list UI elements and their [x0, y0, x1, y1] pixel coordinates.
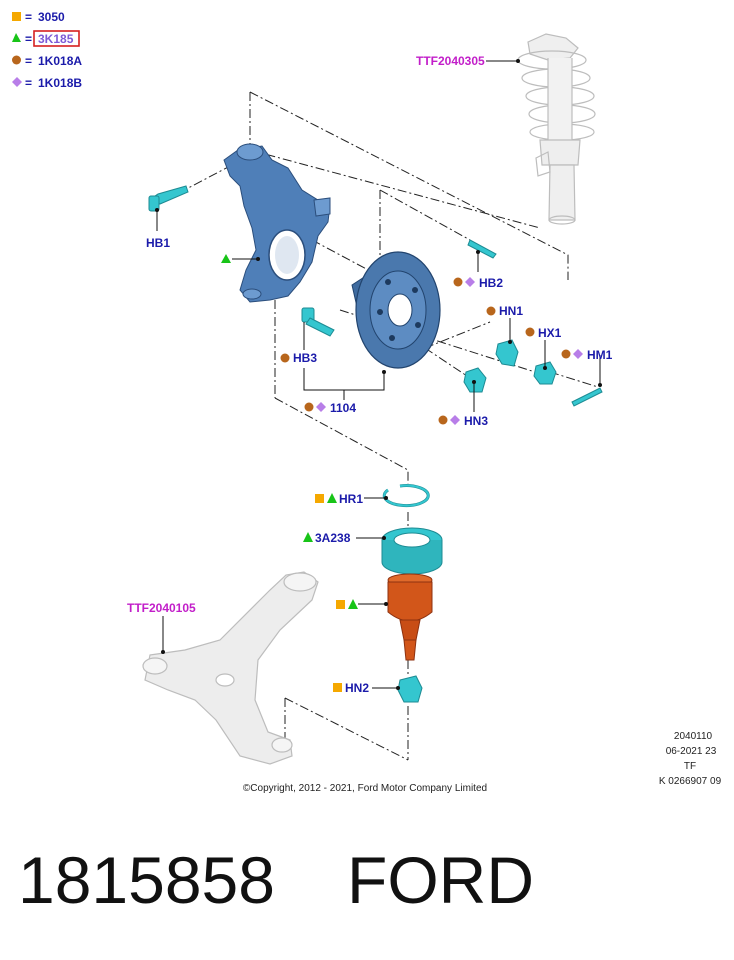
diamond-symbol	[316, 402, 326, 412]
triangle-symbol	[327, 493, 337, 503]
circle-symbol	[525, 327, 535, 337]
circle-symbol	[280, 353, 290, 363]
triangle-symbol	[221, 254, 231, 263]
drawing-code: 2040110 06-2021 23 TF K 0266907 09	[659, 731, 722, 787]
legend: = 3050 = 3K185 = 1K018A = 1K018B	[12, 10, 82, 90]
label-ttf-arm[interactable]: TTF2040105	[127, 601, 196, 615]
highlight-box	[33, 30, 80, 47]
square-symbol	[12, 12, 21, 21]
legend-equals: =	[25, 32, 32, 46]
assembly-lines	[174, 91, 599, 761]
nut-hn3	[463, 367, 487, 393]
label-hx1[interactable]: HX1	[538, 326, 562, 340]
circle-symbol	[486, 306, 496, 316]
circle-symbol	[12, 55, 21, 65]
label-hn1[interactable]: HN1	[499, 304, 523, 318]
ball-joint	[387, 573, 433, 661]
diamond-symbol	[465, 277, 475, 287]
steering-knuckle	[223, 143, 331, 303]
label-hm1[interactable]: HM1	[587, 348, 613, 362]
legend-code-1k018a: 1K018A	[38, 54, 82, 68]
nut-hn2	[397, 675, 423, 703]
part-number: 1815858	[18, 843, 275, 917]
triangle-symbol	[348, 599, 358, 609]
label-hn3[interactable]: HN3	[464, 414, 488, 428]
square-symbol	[333, 683, 342, 692]
circle-symbol	[438, 415, 448, 425]
pin-hm1	[571, 387, 603, 407]
circle-symbol	[561, 349, 571, 359]
legend-code-3050: 3050	[38, 10, 65, 24]
label-1104[interactable]: 1104	[330, 401, 356, 415]
label-hn2[interactable]: HN2	[345, 681, 369, 695]
diamond-symbol	[12, 77, 22, 87]
leader-lines	[155, 59, 602, 690]
nut-hn1	[495, 339, 519, 367]
label-hr1[interactable]: HR1	[339, 492, 363, 506]
part-labels: TTF2040305 HB1 HB2 HN1 HX1 HM1 HB3 1104 …	[127, 54, 613, 695]
code-line-4: K 0266907 09	[659, 776, 722, 787]
code-line-1: 2040110	[674, 731, 713, 742]
brand-name: FORD	[347, 843, 534, 917]
fasteners	[148, 185, 603, 703]
square-symbol	[315, 494, 324, 503]
legend-equals: =	[25, 54, 32, 68]
label-3a238[interactable]: 3A238	[315, 531, 351, 545]
square-symbol	[336, 600, 345, 609]
label-hb1[interactable]: HB1	[146, 236, 170, 250]
triangle-symbol	[303, 532, 313, 542]
circle-symbol	[453, 277, 463, 287]
lower-control-arm	[142, 571, 319, 765]
diamond-symbol	[450, 415, 460, 425]
code-line-2: 06-2021 23	[666, 746, 717, 757]
legend-equals: =	[25, 76, 32, 90]
diamond-symbol	[573, 349, 583, 359]
legend-equals: =	[25, 10, 32, 24]
label-ttf-strut[interactable]: TTF2040305	[416, 54, 485, 68]
copyright-text: ©Copyright, 2012 - 2021, Ford Motor Comp…	[243, 783, 487, 794]
label-hb2[interactable]: HB2	[479, 276, 503, 290]
legend-code-1k018b: 1K018B	[38, 76, 82, 90]
triangle-symbol	[12, 33, 21, 42]
wheel-hub	[351, 251, 441, 369]
circle-symbol	[304, 402, 314, 412]
bolt-hb2	[467, 239, 497, 259]
strut-assembly	[517, 33, 596, 225]
label-hb3[interactable]: HB3	[293, 351, 317, 365]
code-line-3: TF	[684, 761, 696, 772]
legend-code-3k185[interactable]: 3K185	[38, 32, 74, 46]
washer-hx1	[533, 361, 557, 385]
